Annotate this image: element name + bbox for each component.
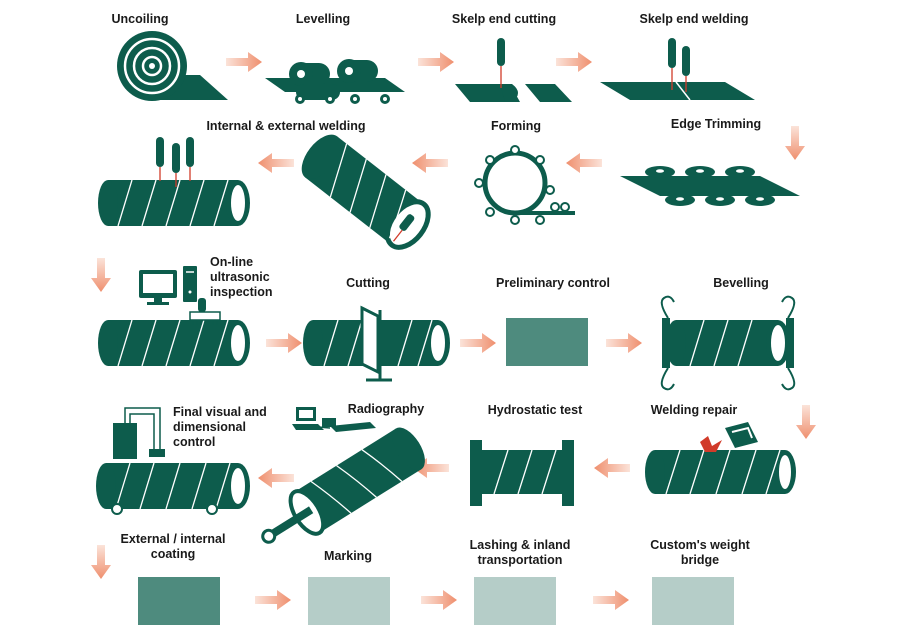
pipe-icon — [470, 440, 574, 506]
rollers-icon — [265, 59, 405, 104]
pipe-icon — [98, 298, 250, 367]
computer-tower-icon — [183, 266, 197, 302]
label-internal-external-welding: Internal & external welding — [206, 119, 366, 133]
label-forming: Forming — [491, 119, 541, 133]
trimmer-icon — [620, 166, 800, 206]
coil-icon — [117, 31, 228, 101]
label-preliminary-control: Preliminary control — [496, 276, 610, 290]
label-lashing: Lashing & inland transportation — [469, 538, 571, 567]
label-online-ultrasonic: On-line ultrasonic inspection — [210, 255, 273, 299]
pipe-icon — [96, 407, 250, 515]
monitor-icon — [139, 270, 177, 305]
pipe-icon — [303, 305, 450, 382]
pipe-icon — [660, 295, 796, 391]
lashing-box — [474, 577, 556, 625]
label-coating: External / internal coating — [120, 532, 226, 561]
label-hydrostatic-test: Hydrostatic test — [487, 403, 583, 417]
torch-icon — [600, 38, 755, 101]
coating-box — [138, 577, 220, 625]
label-final-visual: Final visual and dimensional control — [173, 405, 267, 449]
label-radiography: Radiography — [347, 402, 425, 416]
weight-bridge-box — [652, 577, 734, 625]
label-bevelling: Bevelling — [713, 276, 769, 290]
radiography-icon — [292, 407, 376, 432]
forming-icon — [474, 145, 575, 225]
label-marking: Marking — [324, 549, 372, 563]
pipe-icon — [261, 427, 425, 544]
torch-icon — [455, 38, 572, 102]
label-edge-trimming: Edge Trimming — [670, 117, 762, 131]
label-uncoiling: Uncoiling — [111, 12, 169, 26]
label-skelp-end-cutting: Skelp end cutting — [451, 12, 557, 26]
pipe-icon — [301, 134, 431, 250]
label-skelp-end-welding: Skelp end welding — [639, 12, 749, 26]
label-levelling: Levelling — [295, 12, 351, 26]
preliminary-control-box — [506, 318, 588, 366]
label-cutting: Cutting — [346, 276, 390, 290]
marking-box — [308, 577, 390, 625]
pipe-icon — [98, 137, 250, 227]
label-customs-weight-bridge: Custom's weight bridge — [650, 538, 750, 567]
label-welding-repair: Welding repair — [650, 403, 738, 417]
pipe-icon — [645, 422, 796, 495]
